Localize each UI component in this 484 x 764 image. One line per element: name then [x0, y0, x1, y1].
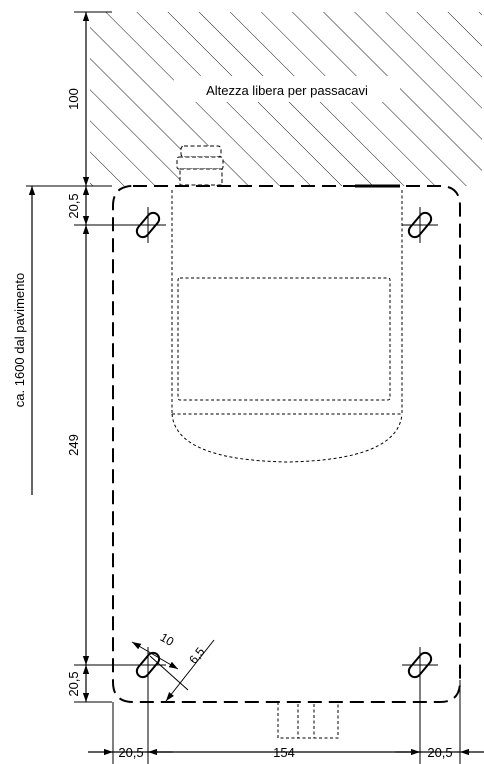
dim-top-hole-offset: 20,5	[66, 193, 81, 218]
cable-clearance-zone: Altezza libera per passacavi	[90, 12, 482, 186]
mounting-hole-top-right	[402, 207, 438, 243]
cable-gland	[176, 145, 224, 186]
dim-slot-length: 10	[158, 630, 177, 649]
dim-top-clearance: 100	[66, 88, 81, 110]
dim-right-hole-offset: 20,5	[427, 745, 452, 760]
display-window	[177, 277, 391, 401]
dim-bottom-hole-offset: 20,5	[66, 671, 81, 696]
mounting-hole-top-left	[130, 207, 166, 243]
housing-outline	[112, 185, 461, 703]
floor-distance-label: ca. 1600 dal pavimento	[12, 273, 27, 407]
vertical-dimensions	[28, 12, 90, 702]
free-height-label: Altezza libera per passacavi	[206, 83, 368, 98]
dim-left-hole-offset: 20,5	[118, 745, 143, 760]
dim-hole-spacing-vertical: 249	[66, 434, 81, 456]
front-panel	[171, 190, 403, 463]
slot-detail-dimensions	[131, 639, 215, 702]
bottom-connector	[277, 702, 339, 739]
mounting-hole-bottom-right	[402, 647, 438, 683]
dim-slot-width: 6,5	[186, 644, 208, 666]
dim-hole-spacing-horizontal: 154	[273, 745, 295, 760]
